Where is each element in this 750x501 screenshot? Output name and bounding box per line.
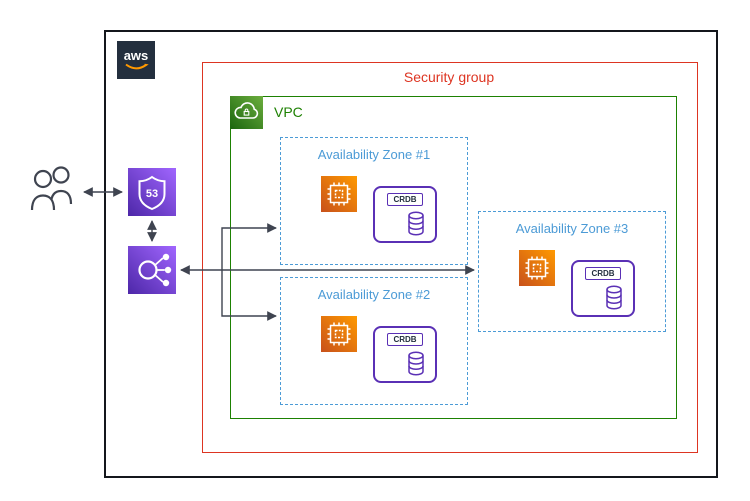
availability-zone-1: Availability Zone #1 CRDB — [280, 137, 468, 265]
chip-icon — [327, 322, 351, 346]
crdb-node: CRDB — [373, 186, 437, 243]
availability-zone-1-label: Availability Zone #1 — [317, 147, 431, 162]
chip-icon — [525, 256, 549, 280]
elastic-load-balancer-icon — [138, 253, 172, 287]
aws-logo-text: aws — [124, 48, 149, 63]
security-group-boundary — [202, 62, 698, 453]
vpc-icon — [230, 96, 263, 129]
security-group-label: Security group — [403, 69, 495, 85]
users-icon — [30, 166, 73, 211]
crdb-label: CRDB — [387, 193, 423, 206]
crdb-node: CRDB — [571, 260, 635, 317]
vpc-label: VPC — [274, 104, 303, 120]
availability-zone-3-label: Availability Zone #3 — [515, 221, 629, 236]
route53-shield-icon: 53 — [138, 175, 166, 211]
chip-icon — [327, 182, 351, 206]
aws-smile-icon — [125, 63, 149, 70]
load-balancer-icon — [128, 246, 176, 294]
crdb-label: CRDB — [387, 333, 423, 346]
database-cylinder-icon — [408, 211, 424, 236]
route53-number: 53 — [146, 188, 158, 200]
crdb-label: CRDB — [585, 267, 621, 280]
availability-zone-2: Availability Zone #2 CRDB — [280, 277, 468, 405]
database-cylinder-icon — [408, 351, 424, 376]
aws-logo: aws — [117, 41, 155, 79]
database-cylinder-icon — [606, 285, 622, 310]
availability-zone-3: Availability Zone #3 CRDB — [478, 211, 666, 332]
availability-zone-2-label: Availability Zone #2 — [317, 287, 431, 302]
crdb-node: CRDB — [373, 326, 437, 383]
ec2-instance-icon — [321, 316, 357, 352]
aws-logo-icon: aws — [124, 48, 149, 70]
route53-icon: 53 — [128, 168, 176, 216]
ec2-instance-icon — [321, 176, 357, 212]
ec2-instance-icon — [519, 250, 555, 286]
aws-cloud-boundary — [104, 30, 718, 478]
vpc-cloud-icon — [234, 102, 259, 119]
